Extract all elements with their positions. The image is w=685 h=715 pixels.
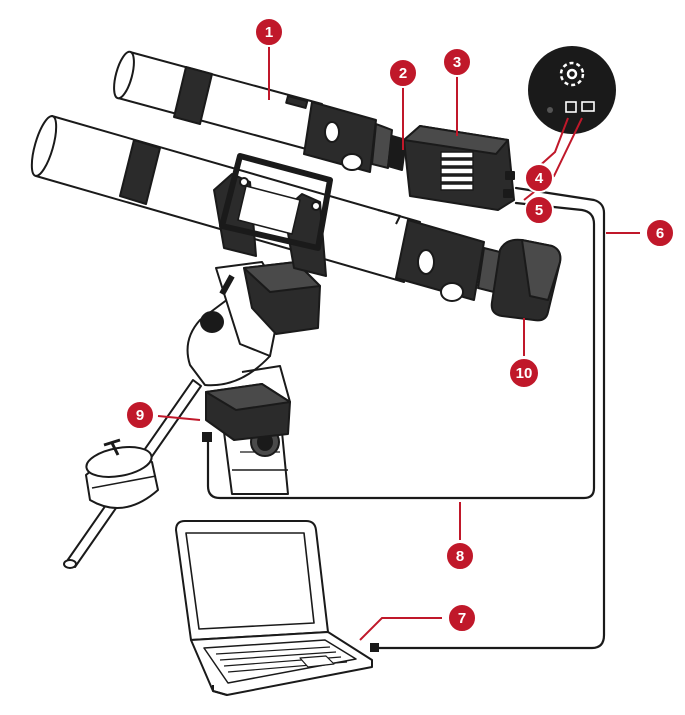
guide-camera	[403, 125, 515, 211]
cable-usb-main	[376, 186, 606, 650]
laptop-usb-plug	[370, 643, 379, 652]
counterweight-assembly	[63, 379, 202, 569]
callout-6-label: 6	[656, 225, 664, 242]
main-telescope	[30, 115, 501, 302]
callout-6: 6	[645, 218, 675, 248]
callout-3-label: 3	[453, 54, 461, 71]
callout-5-label: 5	[535, 202, 543, 219]
leader-9	[157, 415, 201, 421]
shaft-end-cap	[63, 559, 77, 569]
callout-8: 8	[445, 541, 475, 571]
usb-port-icon	[565, 101, 577, 113]
cables	[206, 186, 606, 650]
callout-4-label: 4	[535, 170, 544, 187]
laptop-screen-inner	[185, 532, 315, 630]
laptop-touchpad	[299, 655, 335, 668]
dovetail-plate	[219, 153, 333, 251]
cable-mount	[206, 201, 596, 500]
callout-3: 3	[442, 47, 472, 77]
st4-port-icon	[581, 101, 595, 112]
laptop-front-edge	[212, 685, 228, 696]
main-dew-band	[119, 139, 161, 205]
callout-8-label: 8	[456, 548, 464, 565]
guide-adapter	[387, 135, 407, 171]
guide-focuser	[303, 101, 377, 173]
guide-dew-band	[173, 66, 213, 125]
camera-heatsink	[440, 151, 474, 191]
port-detail-inset	[528, 46, 616, 134]
callout-10-label: 10	[516, 365, 533, 382]
callout-7-label: 7	[458, 610, 466, 627]
leader-7	[359, 617, 442, 641]
callout-2-label: 2	[399, 65, 407, 82]
counterweight-top	[85, 446, 153, 478]
main-focuser	[395, 219, 485, 301]
counterweight-screw	[103, 438, 121, 456]
mount-connector	[202, 432, 212, 442]
guide-scope	[113, 50, 407, 173]
callouts: 1 2 3 4 5 6 7 8	[125, 17, 675, 633]
st4-port	[503, 189, 513, 198]
callout-9-label: 9	[136, 407, 144, 424]
usb-port	[505, 171, 515, 180]
callout-9: 9	[125, 400, 155, 430]
laptop	[175, 520, 373, 696]
fan-icon	[559, 61, 585, 87]
callout-2: 2	[388, 58, 418, 88]
callout-5: 5	[524, 195, 554, 225]
callout-4: 4	[524, 163, 554, 193]
callout-7: 7	[447, 603, 477, 633]
callout-1: 1	[254, 17, 284, 47]
main-camera	[490, 238, 562, 322]
callout-1-label: 1	[265, 24, 273, 41]
equatorial-mount	[186, 261, 321, 441]
callout-10: 10	[508, 357, 540, 389]
